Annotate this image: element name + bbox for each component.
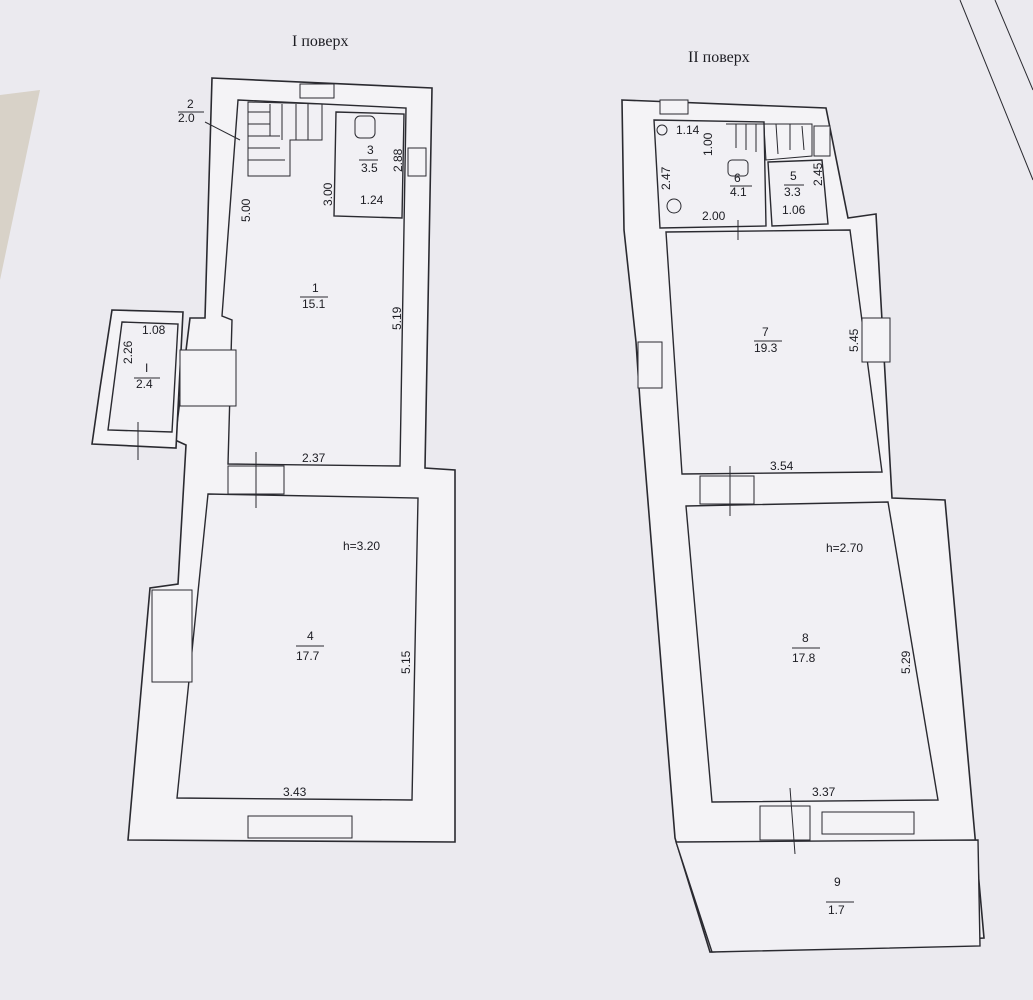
floor-1-door-porch <box>179 349 237 407</box>
paper-edge-left <box>0 90 40 280</box>
floor-2-room-7 <box>665 229 883 475</box>
floor-1-wc-fixture <box>354 115 376 139</box>
dim-5-45: 5.45 <box>847 328 861 352</box>
dim-5-00: 5.00 <box>239 198 253 222</box>
floor-1-window-bottom <box>247 815 353 839</box>
room-1-area: 15.1 <box>302 297 326 311</box>
room-9-number: 9 <box>834 875 841 889</box>
room-4-number: 4 <box>307 629 314 643</box>
floor-2-title: II поверх <box>688 49 750 66</box>
floor-2-window-right-top <box>813 125 831 157</box>
dim-2-45: 2.45 <box>811 162 825 186</box>
dim-3-54: 3.54 <box>770 459 794 473</box>
room-1-number: 1 <box>312 281 319 295</box>
room-7-area: 19.3 <box>754 341 778 355</box>
floor-1-room-3 <box>333 111 405 219</box>
floor-1-room-4 <box>176 493 419 801</box>
dim-5-19: 5.19 <box>390 306 404 330</box>
room-8-number: 8 <box>802 631 809 645</box>
room-2-area: 2.0 <box>178 111 195 125</box>
dim-1-08: 1.08 <box>142 323 166 337</box>
dim-1-24: 1.24 <box>360 193 384 207</box>
floor-2-height: h=2.70 <box>826 541 863 555</box>
dim-2-47: 2.47 <box>659 166 673 190</box>
room-8-area: 17.8 <box>792 651 816 665</box>
floor-1-plan: I поверх 2 2.0 3 3.5 1 15 <box>91 33 456 843</box>
floor-2-room-8 <box>685 501 939 803</box>
floor-2-wc-fixture <box>727 159 749 177</box>
floor-1-window-top <box>299 83 335 99</box>
paper-edge-right <box>959 0 1033 181</box>
dim-2-26: 2.26 <box>121 340 135 364</box>
floor-1-height: h=3.20 <box>343 539 380 553</box>
dim-5-15: 5.15 <box>399 650 413 674</box>
porch-area: 2.4 <box>136 377 153 391</box>
room-7-number: 7 <box>762 325 769 339</box>
room-2-number: 2 <box>187 97 194 111</box>
floor-1-stairs <box>204 101 323 177</box>
room-4-area: 17.7 <box>296 649 320 663</box>
room-5-number: 5 <box>790 169 797 183</box>
floor-2-plan: II поверх 1.14 1.00 2.47 6 <box>621 49 985 953</box>
floor-2-window-left <box>637 341 663 389</box>
floor-1-window-left-lower <box>151 589 193 683</box>
porch-number: I <box>145 361 148 375</box>
room-9-area: 1.7 <box>828 903 845 917</box>
floor-2-bath-fixture <box>666 198 682 214</box>
dim-1-00: 1.00 <box>701 132 715 156</box>
floor-2-stairs <box>726 123 813 161</box>
floor-1-porch-room <box>107 321 179 433</box>
floor-2-door-swing <box>729 220 796 855</box>
room-3-number: 3 <box>367 143 374 157</box>
area-fraction-bars <box>134 111 854 903</box>
floor-2-window-bottom <box>821 811 915 835</box>
floor-1-window-right <box>407 147 427 177</box>
floor-2-door-balcony <box>759 805 811 841</box>
floor-2-balcony <box>675 839 981 953</box>
dim-3-43: 3.43 <box>283 785 307 799</box>
floor-2-window-right <box>861 317 891 363</box>
dim-2-37: 2.37 <box>302 451 326 465</box>
floor-1-title: I поверх <box>292 33 348 50</box>
floor-2-sink-fixture <box>656 124 668 136</box>
room-3-area: 3.5 <box>361 161 378 175</box>
room-6-area: 4.1 <box>730 185 747 199</box>
floor-2-window-top <box>659 99 689 115</box>
dim-3-00: 3.00 <box>321 182 335 206</box>
dim-2-00: 2.00 <box>702 209 726 223</box>
dim-2-88: 2.88 <box>391 148 405 172</box>
dim-1-14: 1.14 <box>676 123 700 137</box>
dim-1-06: 1.06 <box>782 203 806 217</box>
floor-2-door-mid <box>699 475 755 505</box>
room-6-number: 6 <box>734 171 741 185</box>
dim-5-29: 5.29 <box>899 650 913 674</box>
floor-2-room-5 <box>767 159 829 227</box>
room-5-area: 3.3 <box>784 185 801 199</box>
dim-3-37: 3.37 <box>812 785 836 799</box>
floor-2-room-6 <box>653 119 767 229</box>
floor-1-door-swing <box>137 422 257 508</box>
